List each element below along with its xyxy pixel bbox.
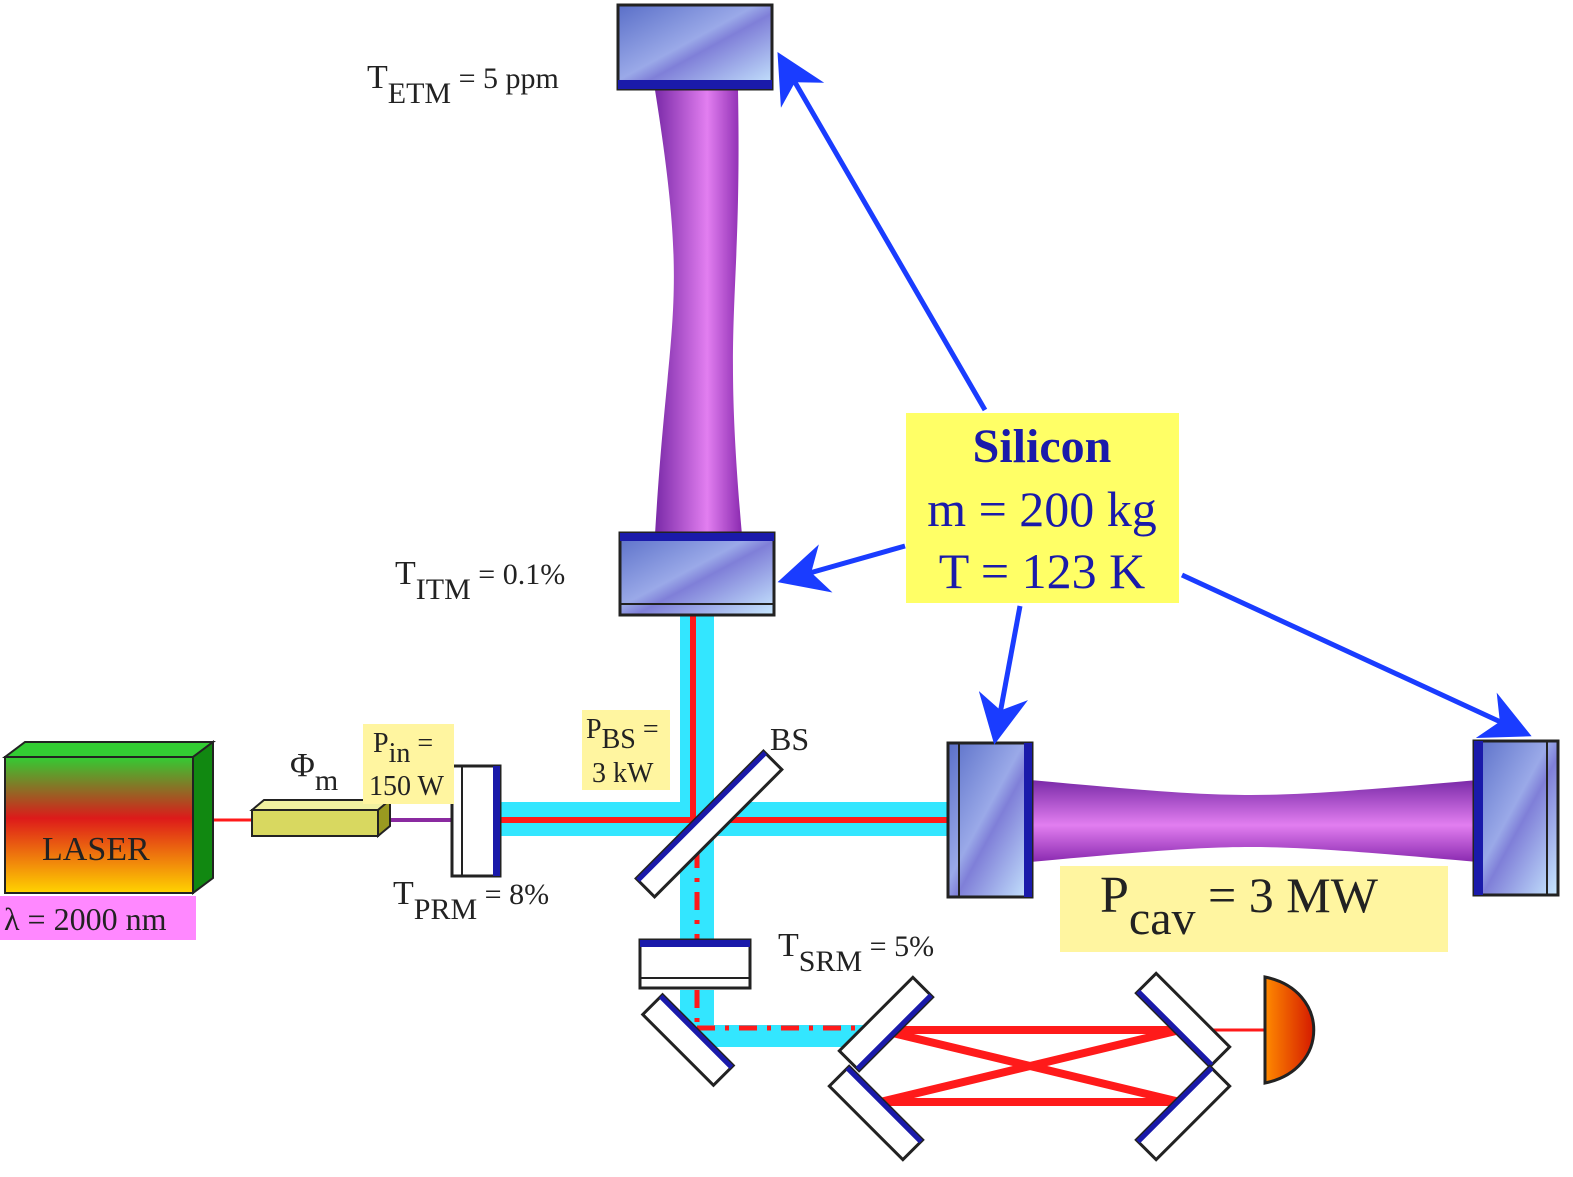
omc-mirror-4 (1134, 1064, 1232, 1162)
beam-splitter (634, 749, 784, 899)
wavelength-label: λ = 2000 nm (4, 901, 167, 937)
arrow-to-x-itm (978, 605, 1028, 745)
x-itm-mirror (946, 741, 1034, 899)
p-cav-label: Pcav = 3 MW (1100, 867, 1379, 945)
srm-mirror (638, 938, 752, 990)
x-etm-mirror (1472, 739, 1560, 897)
p-bs-value: 3 kW (592, 758, 654, 789)
omc-mirror-3 (827, 1064, 925, 1162)
arrow-to-etm (777, 52, 988, 412)
t-srm-label: TSRM = 5% (778, 927, 934, 978)
t-itm-label: TITM = 0.1% (395, 555, 565, 606)
phase-modulator (249, 797, 393, 839)
p-in-label: Pin = (373, 728, 433, 769)
omc-mirror-1 (837, 975, 935, 1073)
itm-mirror (618, 531, 776, 617)
silicon-box (906, 413, 1179, 603)
p-cav-label-bg (1060, 866, 1448, 952)
etm-mirror (616, 3, 774, 91)
p-bs-label: PBS = (586, 714, 659, 755)
silicon-mass: m = 200 kg (927, 481, 1157, 537)
p-bs-label-bg (582, 710, 670, 790)
p-in-value: 150 W (369, 771, 444, 802)
bs-label: BS (770, 721, 809, 757)
t-etm-label: TETM = 5 ppm (367, 59, 559, 110)
phi-m-label: Φm (290, 747, 338, 797)
silicon-temperature: T = 123 K (939, 543, 1145, 599)
arrow-to-itm (777, 543, 906, 593)
silicon-arrows (777, 52, 1532, 745)
photodetector-icon (1263, 975, 1316, 1085)
horizontal-arm-beam (1030, 780, 1478, 862)
laser-source (1, 740, 216, 895)
omc-mirror-2 (1134, 971, 1232, 1069)
wavelength-label-bg (0, 896, 196, 940)
vertical-arm-beam (655, 90, 742, 535)
steering-mirror (640, 992, 736, 1088)
arrow-to-x-etm (1180, 572, 1532, 739)
laser-label: LASER (42, 831, 150, 868)
silicon-title: Silicon (973, 420, 1112, 473)
prm-mirror (450, 764, 502, 878)
p-in-label-bg (363, 724, 454, 804)
t-prm-label: TPRM = 8% (393, 875, 549, 926)
